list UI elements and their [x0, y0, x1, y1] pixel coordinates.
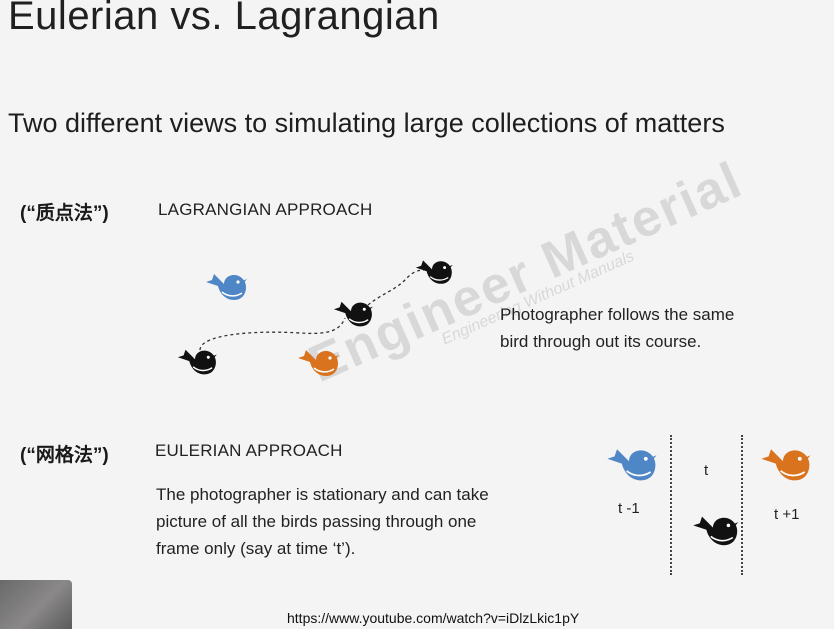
time-label-prev: t -1: [618, 500, 640, 517]
lagrangian-description: Photographer follows the same bird throu…: [500, 301, 734, 355]
time-label-current: t: [704, 462, 709, 479]
eulerian-heading: EULERIAN APPROACH: [155, 441, 343, 460]
eulerian-description: The photographer is stationary and can t…: [156, 481, 489, 562]
bird-orange-icon: [298, 350, 339, 376]
lagrangian-heading: LAGRANGIAN APPROACH: [158, 200, 373, 219]
time-label-next: t +1: [774, 506, 800, 523]
bird-black-current-icon: [693, 516, 739, 546]
frame-left-line: [670, 435, 672, 575]
eulerian-desc-line: picture of all the birds passing through…: [156, 512, 477, 531]
slide-title: Eulerian vs. Lagrangian: [8, 0, 440, 38]
bird-black-mid-icon: [333, 301, 373, 327]
bird-blue-icon: [206, 274, 247, 300]
eulerian-cn-label: (“网格法”): [20, 445, 109, 466]
lagrangian-desc-line: Photographer follows the same: [500, 305, 735, 324]
bird-black-start-icon: [177, 349, 217, 375]
source-url[interactable]: https://www.youtube.com/watch?v=iDlzLkic…: [287, 610, 580, 626]
eulerian-desc-line: The photographer is stationary and can t…: [156, 485, 489, 504]
webcam-overlay: [0, 580, 72, 629]
frame-right-line: [741, 435, 743, 575]
lagrangian-desc-line: bird through out its course.: [500, 332, 702, 351]
slide-subtitle: Two different views to simulating large …: [8, 108, 725, 138]
lagrangian-cn-label: (“质点法”): [20, 203, 109, 224]
bird-blue-prev-icon: [607, 449, 657, 481]
bird-black-top-icon: [415, 260, 453, 284]
bird-orange-next-icon: [761, 449, 811, 481]
eulerian-desc-line: frame only (say at time ‘t’).: [156, 539, 356, 558]
